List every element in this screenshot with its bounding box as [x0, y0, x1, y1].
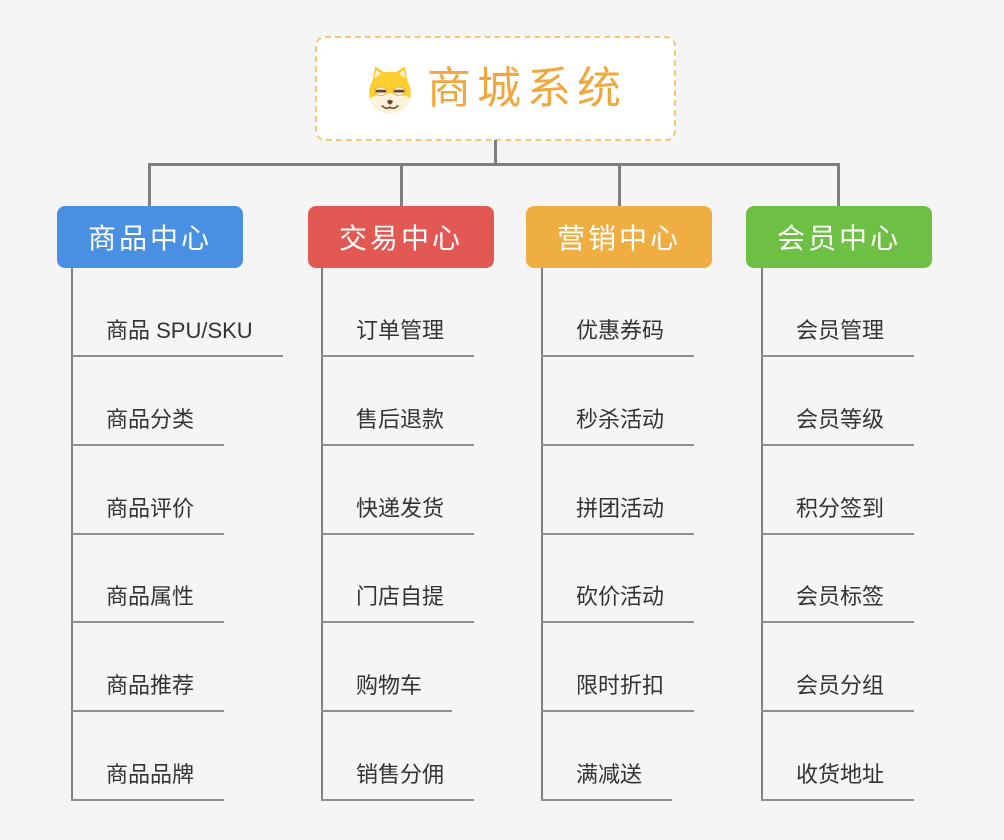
sub-topic-node[interactable]: 商品推荐 — [71, 671, 225, 712]
sub-topic-node[interactable]: 拼团活动 — [541, 494, 695, 535]
root-topic-node[interactable]: 商城系统 — [315, 36, 676, 141]
root-topic-title: 商城系统 — [427, 63, 627, 113]
sub-topic-node[interactable]: 订单管理 — [321, 316, 475, 357]
sub-topic-node[interactable]: 秒杀活动 — [541, 405, 695, 446]
sub-topic-node[interactable]: 收货地址 — [761, 760, 915, 801]
sub-topic-node[interactable]: 售后退款 — [321, 405, 475, 446]
sub-topic-node[interactable]: 商品分类 — [71, 405, 225, 446]
connector-drop-member — [837, 163, 840, 207]
connector-root-drop — [494, 140, 497, 165]
connector-bus — [148, 163, 840, 166]
sub-topic-node[interactable]: 砍价活动 — [541, 582, 695, 623]
connector-drop-trade — [400, 163, 403, 207]
sub-topic-node[interactable]: 积分签到 — [761, 494, 915, 535]
sub-topic-node[interactable]: 商品评价 — [71, 494, 225, 535]
shiba-dog-icon — [369, 65, 411, 113]
branch-topic-node-member[interactable]: 会员中心 — [746, 206, 932, 268]
sub-topic-node[interactable]: 满减送 — [541, 760, 673, 801]
connector-drop-product — [148, 163, 151, 207]
sub-topic-node[interactable]: 门店自提 — [321, 582, 475, 623]
sub-topic-node[interactable]: 优惠券码 — [541, 316, 695, 357]
sub-topic-node[interactable]: 限时折扣 — [541, 671, 695, 712]
sub-topic-node[interactable]: 商品属性 — [71, 582, 225, 623]
branch-topic-node-trade[interactable]: 交易中心 — [308, 206, 494, 268]
branch-topic-node-product[interactable]: 商品中心 — [57, 206, 243, 268]
sub-topic-node[interactable]: 购物车 — [321, 671, 453, 712]
sub-topic-node[interactable]: 会员等级 — [761, 405, 915, 446]
sub-topic-node[interactable]: 快递发货 — [321, 494, 475, 535]
sub-topic-node[interactable]: 会员管理 — [761, 316, 915, 357]
connector-drop-marketing — [618, 163, 621, 207]
sub-topic-node[interactable]: 会员标签 — [761, 582, 915, 623]
branch-topic-node-marketing[interactable]: 营销中心 — [526, 206, 712, 268]
sub-topic-node[interactable]: 商品品牌 — [71, 760, 225, 801]
sub-topic-node[interactable]: 商品 SPU/SKU — [71, 316, 283, 357]
sub-topic-node[interactable]: 销售分佣 — [321, 760, 475, 801]
sub-topic-node[interactable]: 会员分组 — [761, 671, 915, 712]
